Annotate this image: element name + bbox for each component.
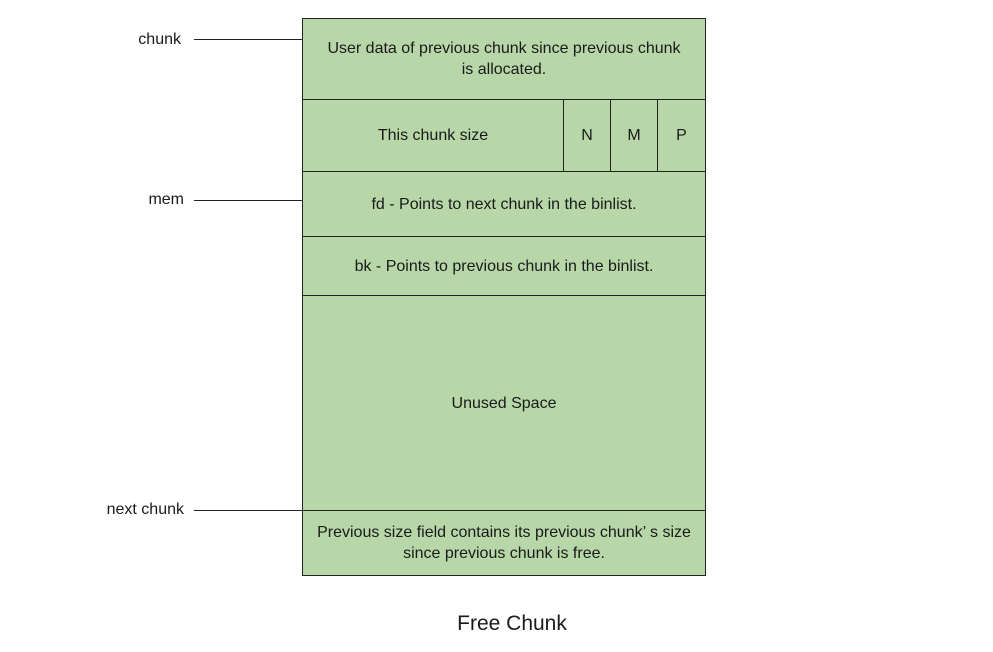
bk-text: bk - Points to previous chunk in the bin… [354,257,654,275]
bk-row: bk - Points to previous chunk in the bin… [303,237,705,296]
prev-user-data-row: User data of previous chunk since previo… [303,19,705,100]
chunk-box: User data of previous chunk since previo… [302,18,706,576]
flag-m-cell: M [611,100,658,171]
chunk-size-cell: This chunk size [303,100,564,171]
size-row: This chunk size N M P [303,100,705,172]
prev-size-text: Previous size field contains its previou… [317,524,691,562]
unused-space-text: Unused Space [451,394,557,412]
chunk-arrow [194,34,314,44]
mem-arrow [194,195,314,205]
flag-n-text: N [581,127,593,144]
chunk-label: chunk [138,31,181,48]
flag-m-text: M [627,127,641,144]
chunk-size-text: This chunk size [377,127,489,144]
prev-user-data-text: User data of previous chunk since previo… [327,40,681,78]
flag-p-text: P [676,127,687,144]
fd-row: fd - Points to next chunk in the binlist… [303,172,705,237]
unused-space-row: Unused Space [303,296,705,511]
next-chunk-label: next chunk [106,501,184,518]
flag-n-cell: N [564,100,611,171]
diagram-caption: Free Chunk [457,612,567,635]
prev-size-row: Previous size field contains its previou… [303,511,705,575]
mem-label: mem [148,191,184,208]
next-chunk-arrow [194,505,314,515]
fd-text: fd - Points to next chunk in the binlist… [371,195,637,213]
flag-p-cell: P [658,100,705,171]
